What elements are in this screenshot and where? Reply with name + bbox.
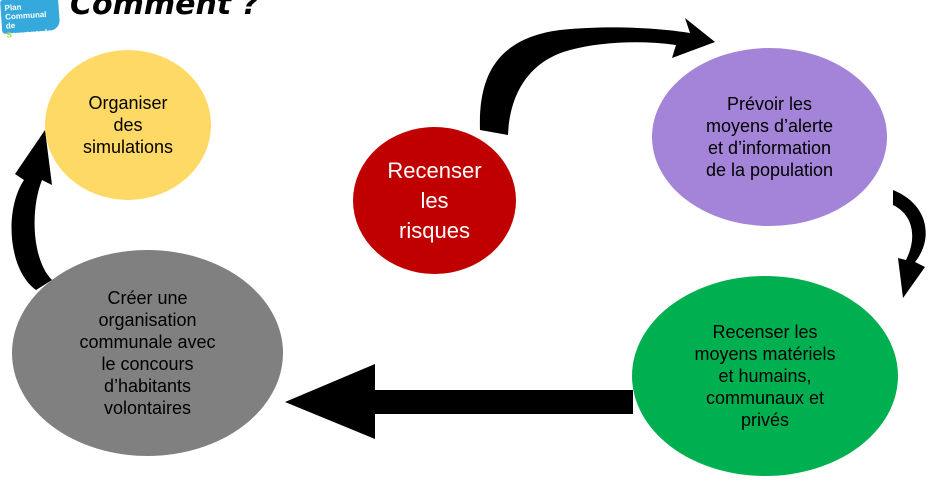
step-prevoir-alerte: Prévoir les moyens d’alerte et d’informa… — [652, 48, 887, 226]
step-recenser-risques: Recenser les risques — [353, 127, 516, 274]
arrow-risques-to-alerte — [479, 18, 715, 135]
page-title: Comment ? — [70, 0, 260, 22]
step-text: Recenser les risques — [387, 157, 482, 243]
step-text: Créer une organisation communale avec le… — [79, 288, 216, 418]
step-text: Prévoir les moyens d’alerte et d’informa… — [705, 94, 834, 180]
step-organiser-simulations: Organiser des simulations — [45, 50, 211, 200]
step-text: Organiser des simulations — [82, 93, 174, 157]
arrow-alerte-to-moyens — [893, 190, 926, 298]
arrow-moyens-to-organisation — [285, 364, 633, 439]
step-creer-organisation: Créer une organisation communale avec le… — [12, 250, 283, 456]
step-text: Recenser les moyens matériels et humains… — [694, 322, 836, 430]
step-recenser-moyens: Recenser les moyens matériels et humains… — [632, 276, 898, 476]
arrow-organisation-to-simulations — [11, 130, 52, 290]
